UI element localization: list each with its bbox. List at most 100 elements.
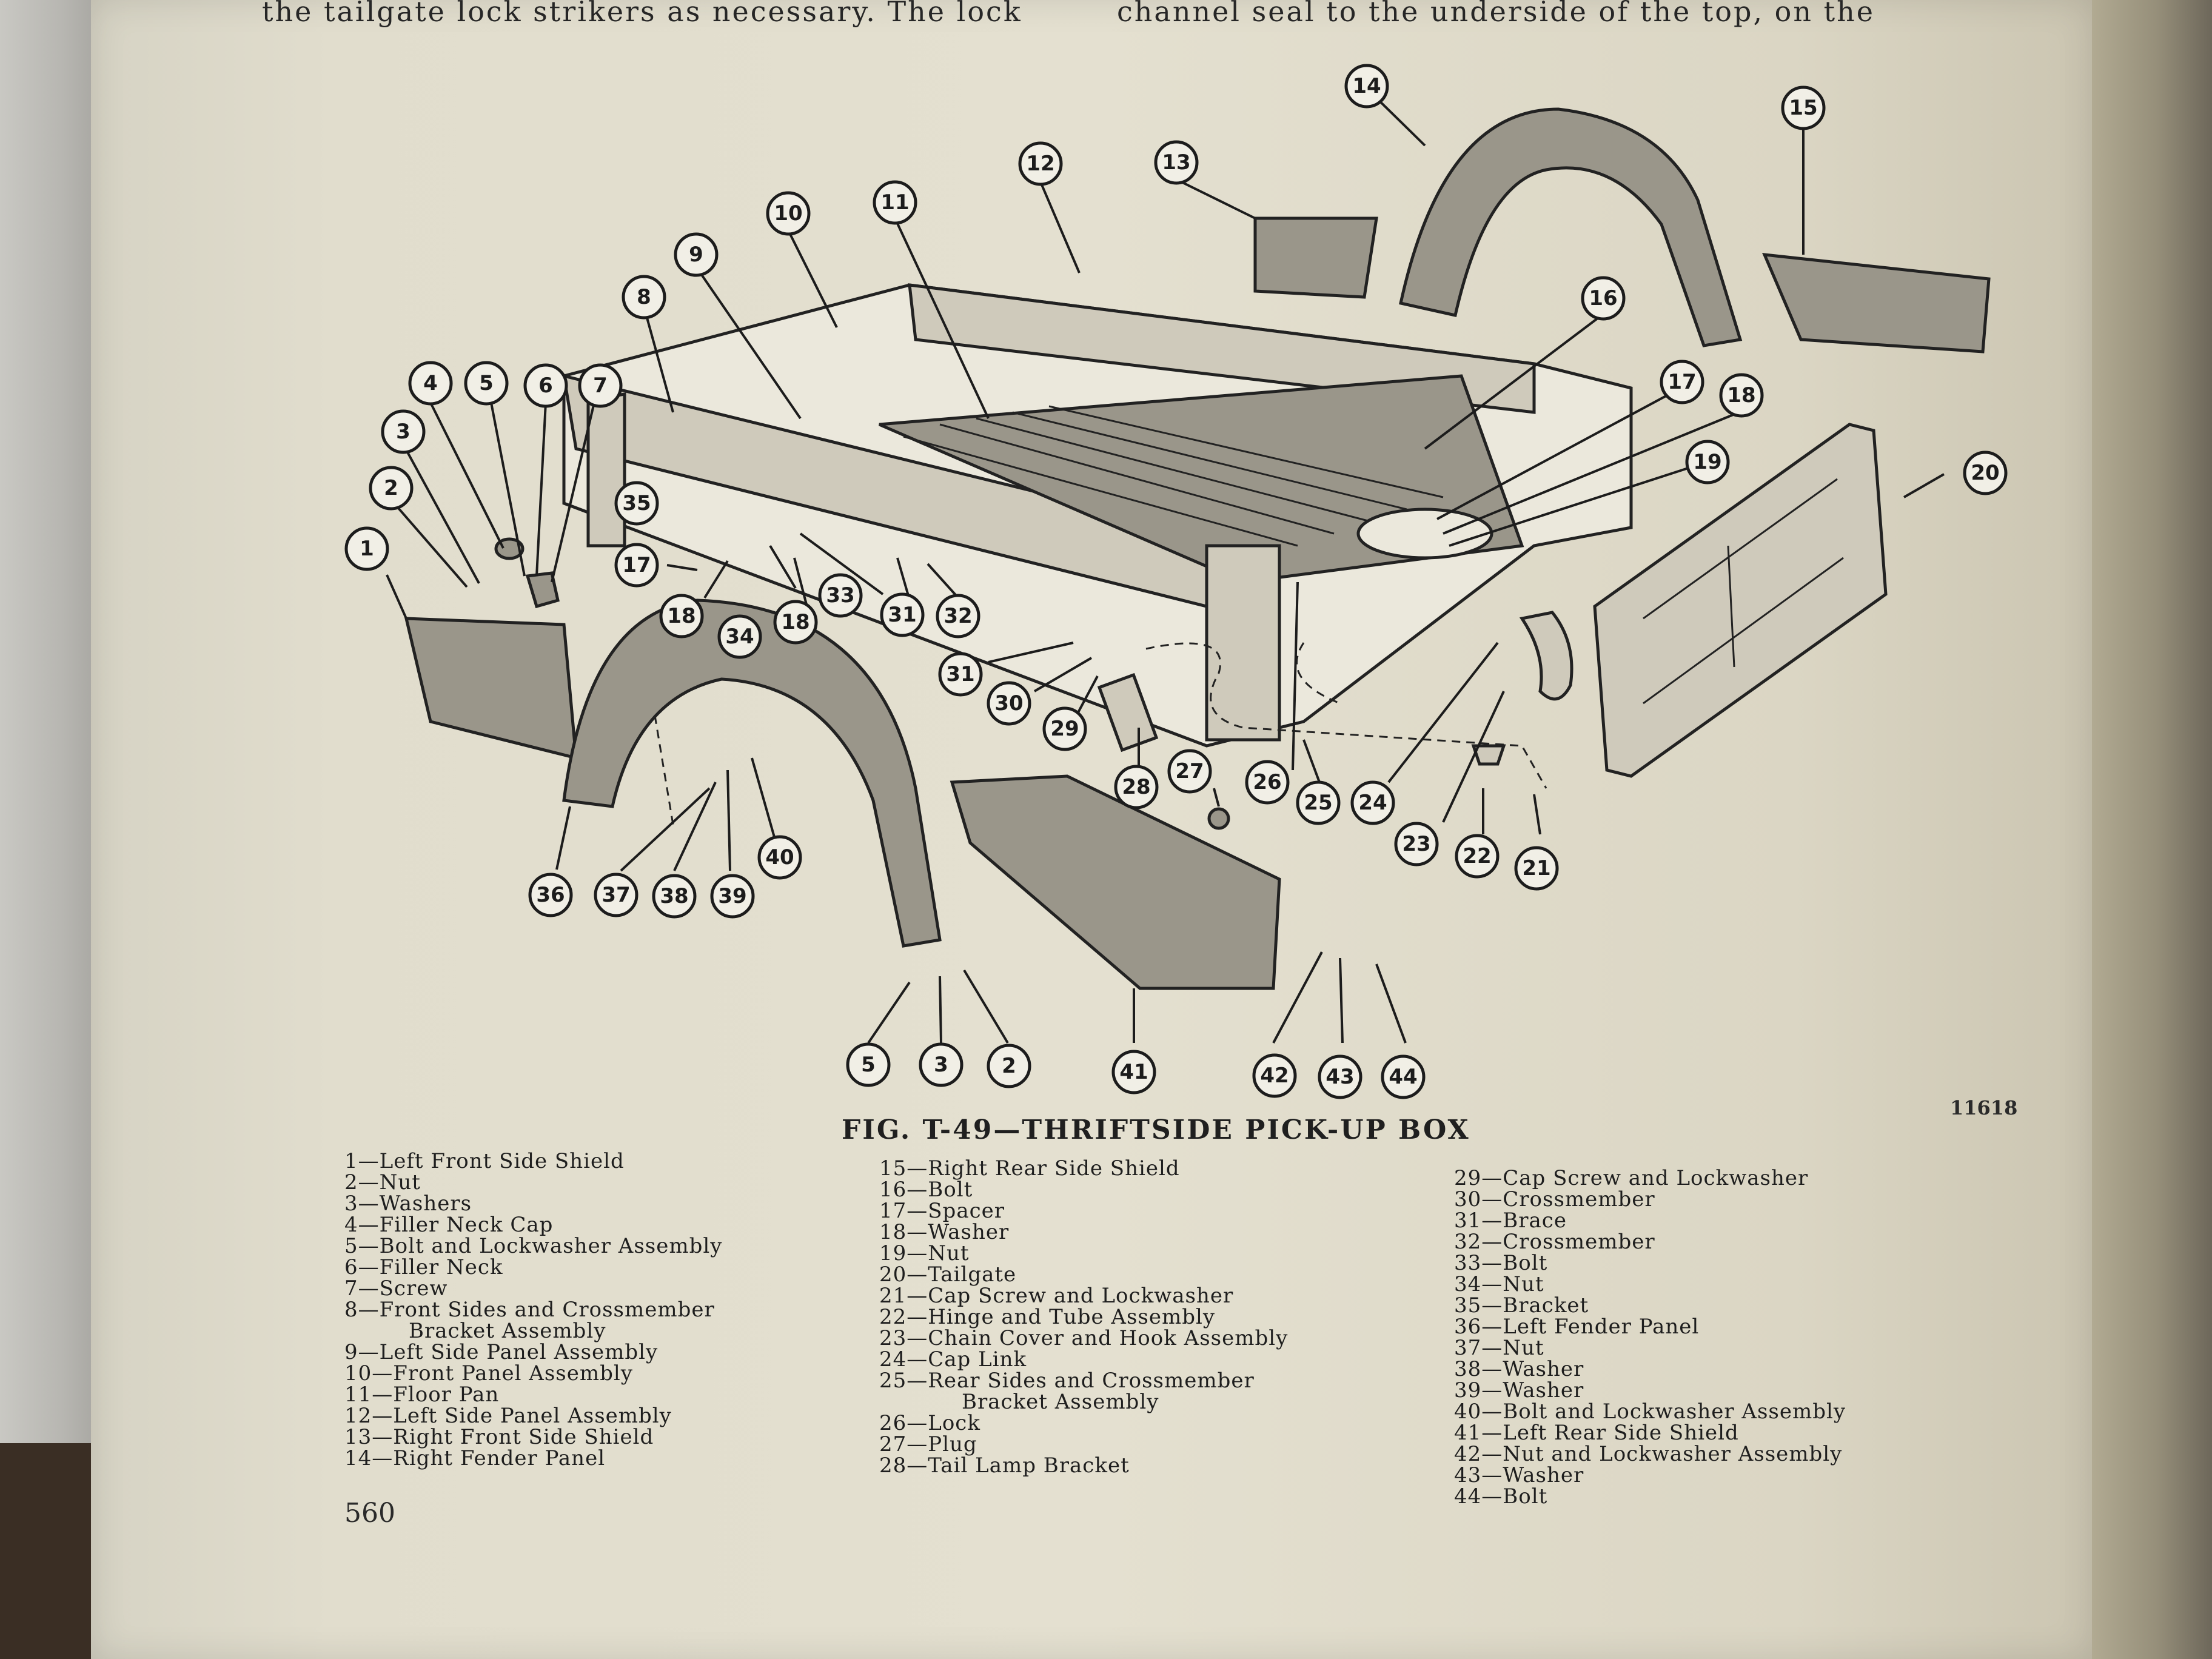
legend-item: 42—Nut and Lockwasher Assembly [1454, 1442, 1843, 1466]
callout-43: 43 [1318, 1054, 1362, 1099]
callout-28: 28 [1114, 765, 1159, 809]
svg-text:17: 17 [1667, 370, 1696, 394]
svg-text:35: 35 [622, 491, 651, 515]
svg-text:30: 30 [994, 691, 1023, 716]
svg-text:24: 24 [1358, 791, 1387, 815]
svg-text:5: 5 [479, 371, 494, 395]
callout-31-top: 31 [880, 592, 925, 637]
figure-number: 11618 [1950, 1096, 2018, 1119]
legend-item: 19—Nut [879, 1241, 970, 1265]
svg-text:19: 19 [1693, 450, 1721, 474]
legend-item: 4—Filler Neck Cap [344, 1213, 554, 1237]
svg-text:26: 26 [1253, 770, 1281, 794]
callout-23: 23 [1394, 822, 1439, 866]
filler-neck-cap [494, 537, 525, 560]
callout-8: 8 [622, 275, 666, 320]
legend-item: 12—Left Side Panel Assembly [344, 1404, 672, 1428]
svg-text:22: 22 [1463, 844, 1491, 868]
right-fender-panel [1399, 107, 1743, 347]
plug [1207, 807, 1230, 830]
legend-item: 8—Front Sides and Crossmember [344, 1298, 715, 1322]
svg-text:34: 34 [725, 625, 754, 649]
right-front-side-shield [1253, 216, 1378, 299]
svg-text:32: 32 [943, 604, 972, 628]
svg-text:40: 40 [765, 845, 794, 870]
legend-item: 23—Chain Cover and Hook Assembly [879, 1326, 1289, 1350]
chain-cover-hook [1519, 611, 1574, 701]
svg-text:38: 38 [660, 884, 688, 908]
legend-item-continuation: Bracket Assembly [962, 1390, 1159, 1414]
callout-21: 21 [1514, 846, 1559, 891]
svg-text:12: 12 [1026, 152, 1054, 176]
legend-item: 20—Tailgate [879, 1262, 1017, 1287]
legend-item: 34—Nut [1454, 1272, 1544, 1296]
svg-text:10: 10 [774, 201, 802, 226]
svg-text:43: 43 [1326, 1065, 1354, 1089]
legend-item: 14—Right Fender Panel [344, 1446, 606, 1470]
callout-6: 6 [523, 363, 568, 408]
legend-item: 22—Hinge and Tube Assembly [879, 1305, 1216, 1329]
legend-item: 40—Bolt and Lockwasher Assembly [1454, 1399, 1846, 1424]
exploded-diagram: 1 2 3 4 5 6 7 8 9 10 11 12 13 14 15 16 1… [344, 64, 2008, 1099]
callout-38: 38 [652, 874, 697, 919]
legend-item: 11—Floor Pan [344, 1382, 500, 1407]
svg-text:18: 18 [1727, 383, 1755, 407]
callout-41: 41 [1111, 1050, 1156, 1094]
svg-text:23: 23 [1402, 832, 1430, 856]
svg-text:8: 8 [637, 285, 651, 309]
svg-text:14: 14 [1352, 74, 1381, 98]
svg-text:4: 4 [423, 371, 438, 395]
legend-item: 24—Cap Link [879, 1347, 1027, 1372]
callout-44: 44 [1381, 1054, 1426, 1099]
callout-7: 7 [578, 363, 623, 408]
svg-text:6: 6 [538, 374, 553, 398]
legend-item: 39—Washer [1454, 1378, 1584, 1403]
legend-item: 13—Right Front Side Shield [344, 1425, 654, 1449]
callout-40: 40 [757, 835, 802, 880]
callout-5-bottom: 5 [846, 1042, 891, 1087]
svg-text:11: 11 [880, 190, 909, 215]
callout-13: 13 [1154, 140, 1199, 185]
legend-item: 21—Cap Screw and Lockwasher [879, 1284, 1234, 1308]
legend-item: 9—Left Side Panel Assembly [344, 1340, 659, 1364]
callout-16: 16 [1581, 276, 1626, 321]
page-number: 560 [344, 1498, 395, 1529]
callout-18-right: 18 [1719, 373, 1764, 418]
svg-text:17: 17 [622, 553, 651, 577]
callout-11: 11 [873, 180, 917, 225]
legend-item: 1—Left Front Side Shield [344, 1149, 625, 1173]
legend-item: 17—Spacer [879, 1199, 1005, 1223]
legend-column-1: 1—Left Front Side Shield 2—Nut 3—Washers… [344, 1151, 722, 1469]
callout-42: 42 [1252, 1053, 1297, 1098]
tailgate-ribs [1643, 478, 1844, 705]
callout-14: 14 [1344, 64, 1389, 109]
callout-4: 4 [408, 361, 453, 406]
callout-2-bottom: 2 [987, 1044, 1031, 1088]
legend-item: 37—Nut [1454, 1336, 1544, 1360]
legend-item: 27—Plug [879, 1432, 977, 1456]
legend-item: 26—Lock [879, 1411, 980, 1435]
svg-text:29: 29 [1050, 717, 1079, 741]
legend-item: 35—Bracket [1454, 1293, 1589, 1318]
callout-9: 9 [674, 232, 719, 277]
legend-column-3: 29—Cap Screw and Lockwasher 30—Crossmemb… [1454, 1168, 1846, 1507]
callout-24: 24 [1350, 780, 1395, 825]
callout-22: 22 [1455, 834, 1500, 879]
guide-dashed-lines [654, 642, 1547, 825]
svg-text:31: 31 [946, 662, 974, 686]
callout-17-left: 17 [614, 543, 659, 588]
svg-text:1: 1 [360, 537, 374, 561]
svg-text:31: 31 [888, 603, 916, 627]
svg-text:36: 36 [536, 883, 565, 907]
callout-35: 35 [614, 481, 659, 526]
callout-32: 32 [936, 594, 980, 638]
svg-text:15: 15 [1789, 96, 1817, 120]
callout-20: 20 [1963, 451, 2008, 495]
svg-text:3: 3 [934, 1053, 948, 1077]
callout-26: 26 [1245, 760, 1290, 805]
tailgate [1593, 423, 1888, 778]
legend-item: 43—Washer [1454, 1463, 1584, 1487]
legend-item: 25—Rear Sides and Crossmember [879, 1369, 1255, 1393]
legend-item: 30—Crossmember [1454, 1187, 1655, 1212]
right-rear-side-shield [1762, 253, 1991, 354]
